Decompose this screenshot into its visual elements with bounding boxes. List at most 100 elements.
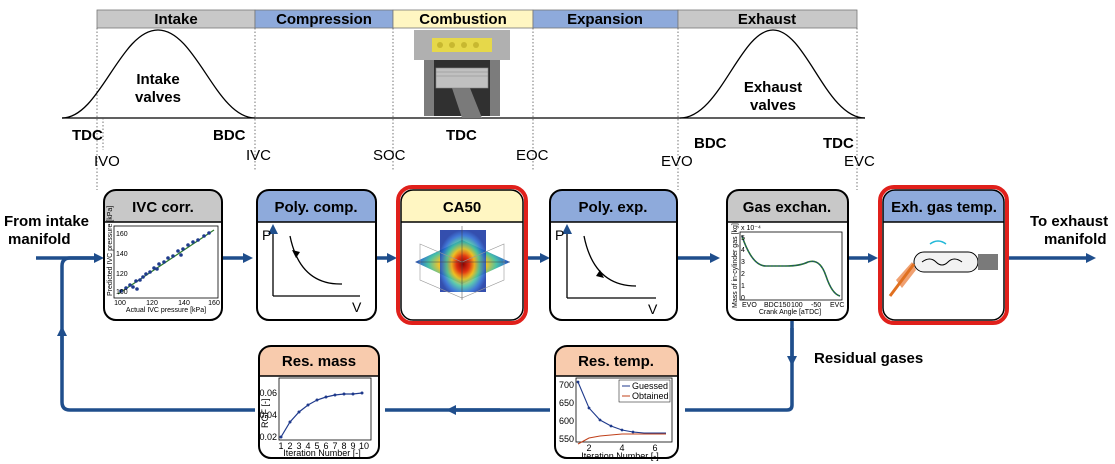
resmass-xtick-4: 4	[305, 441, 310, 451]
exhaust-valves-label-1: Exhaust	[744, 79, 802, 96]
ivc-xtick-3: 140	[178, 300, 190, 307]
gasex-xtick-1: EVO	[742, 302, 757, 309]
resmass-xtick-8: 8	[341, 441, 346, 451]
block-gas-exchan: Gas exchan. x 10⁻⁴ Mass of in-cylinder g…	[726, 189, 849, 321]
exh-highlight-frame	[878, 185, 1009, 325]
gasex-ytick-4: 2	[741, 271, 745, 278]
ivc-ytick-3: 140	[116, 251, 128, 258]
residual-gases-label: Residual gases	[814, 350, 923, 367]
ca50-3d-plot	[415, 226, 510, 300]
ivc-ylabel: Predicted IVC pressure [kPa]	[107, 206, 114, 296]
block-exh-title: Exh. gas temp.	[891, 199, 997, 216]
ivc-xtick-4: 160	[208, 300, 220, 307]
ivc-ytick-1: 100	[116, 289, 128, 296]
gasex-xtick-5: EVC	[830, 302, 844, 309]
block-restemp-title: Res. temp.	[578, 353, 654, 370]
event-evo: EVO	[661, 153, 693, 170]
event-soc: SOC	[373, 147, 406, 164]
block-ca50: CA50	[396, 185, 528, 325]
resmass-ytick-1: 0.06	[259, 388, 277, 398]
gasex-xtick-4: -50	[811, 302, 821, 309]
block-res-temp: Res. temp. Guessed Obtained 700 650 600 …	[554, 345, 679, 461]
resmass-ytick-2: 0.04	[259, 410, 277, 420]
event-tdc-2: TDC	[446, 127, 477, 144]
to-exhaust-label-2: manifold	[1044, 231, 1107, 248]
phase-label-compression: Compression	[276, 11, 372, 28]
ivc-ytick-2: 120	[116, 271, 128, 278]
block-polyexp-title: Poly. exp.	[579, 199, 648, 216]
intake-valves-label-1: Intake	[136, 71, 179, 88]
restemp-legend-obtained: Obtained	[632, 391, 669, 401]
resmass-xtick-2: 2	[287, 441, 292, 451]
phase-exhaust	[677, 9, 858, 29]
gasex-ylabel: Mass of in-cylinder gas [kg]	[732, 223, 739, 308]
phase-bar: Intake Compression Combustion Expansion …	[96, 9, 858, 29]
event-bdc-2: BDC	[694, 135, 727, 152]
restemp-xtick-3: 6	[652, 443, 657, 453]
flow-arrows	[36, 253, 1096, 415]
intake-valve-curve	[61, 29, 256, 119]
resmass-xtick-7: 7	[332, 441, 337, 451]
resmass-ylabel: RGF [-]	[260, 399, 270, 429]
exhaust-pipe-illustration	[888, 240, 998, 297]
block-polycomp-title: Poly. comp.	[274, 199, 357, 216]
restemp-legend-guessed: Guessed	[632, 381, 668, 391]
gasex-xtick-2: BDC150	[764, 302, 791, 309]
ca50-highlight-frame	[396, 185, 528, 325]
from-intake-label-2: manifold	[8, 231, 71, 248]
gasex-xtick-3: 100	[791, 302, 803, 309]
restemp-ytick-4: 550	[559, 434, 574, 444]
phase-boundaries	[96, 28, 858, 190]
block-res-mass: Res. mass RGF [-] Iteration Number [-] 0…	[258, 345, 380, 459]
polycomp-p-label: P	[262, 227, 271, 243]
phase-label-exhaust: Exhaust	[738, 11, 796, 28]
event-ivc: IVC	[246, 147, 271, 164]
restemp-ytick-2: 650	[559, 398, 574, 408]
ivc-xtick-1: 100	[114, 300, 126, 307]
block-ca50-title: CA50	[443, 199, 481, 216]
polycomp-v-label: V	[352, 299, 362, 315]
crank-events: TDC IVO BDC IVC SOC TDC EOC EVO BDC TDC …	[72, 118, 875, 170]
exhaust-valves-label-2: valves	[750, 97, 796, 114]
polyexp-p-label: P	[555, 227, 564, 243]
block-poly-comp: Poly. comp. P V	[256, 189, 377, 321]
block-exh-gas-temp: Exh. gas temp.	[878, 185, 1009, 325]
block-resmass-title: Res. mass	[282, 353, 356, 370]
exhaust-valve-curve	[679, 29, 866, 119]
resmass-ytick-3: 0.02	[259, 432, 277, 442]
restemp-xtick-2: 4	[619, 443, 624, 453]
intake-valves-label-2: valves	[135, 89, 181, 106]
resmass-xtick-10: 10	[359, 441, 369, 451]
gasex-xlabel: Crank Angle [aTDC]	[759, 309, 821, 316]
event-evc: EVC	[844, 153, 875, 170]
ivc-ytick-4: 160	[116, 231, 128, 238]
gasex-ytick-2: 4	[741, 247, 745, 254]
arrow-residual-loop	[685, 320, 794, 412]
resmass-xlabel: Iteration Number [-]	[283, 448, 361, 458]
block-gasex-title: Gas exchan.	[743, 199, 831, 216]
ivc-xtick-2: 120	[146, 300, 158, 307]
restemp-xlabel: Iteration Number [-]	[581, 451, 659, 461]
phase-label-expansion: Expansion	[567, 11, 643, 28]
resmass-xtick-3: 3	[296, 441, 301, 451]
resmass-xtick-6: 6	[323, 441, 328, 451]
restemp-ytick-3: 600	[559, 416, 574, 426]
block-poly-exp: Poly. exp. P V	[549, 189, 678, 321]
polyexp-v-label: V	[648, 301, 658, 317]
gasex-exp: x 10⁻⁴	[741, 225, 761, 232]
event-bdc-1: BDC	[213, 127, 246, 144]
resmass-xtick-5: 5	[314, 441, 319, 451]
restemp-ytick-1: 700	[559, 380, 574, 390]
gasex-ytick-5: 1	[741, 283, 745, 290]
ivc-xlabel: Actual IVC pressure [kPa]	[126, 307, 206, 314]
event-tdc-3: TDC	[823, 135, 854, 152]
restemp-xtick-1: 2	[586, 443, 591, 453]
block-ivc-title: IVC corr.	[132, 199, 194, 216]
from-intake-label-1: From intake	[4, 213, 89, 230]
phase-label-intake: Intake	[154, 11, 197, 28]
event-tdc-1: TDC	[72, 127, 103, 144]
phase-label-combustion: Combustion	[419, 11, 507, 28]
to-exhaust-label-1: To exhaust	[1030, 213, 1108, 230]
block-ivc-corr: IVC corr. Predicted IVC pressure [kPa] A…	[103, 189, 223, 321]
